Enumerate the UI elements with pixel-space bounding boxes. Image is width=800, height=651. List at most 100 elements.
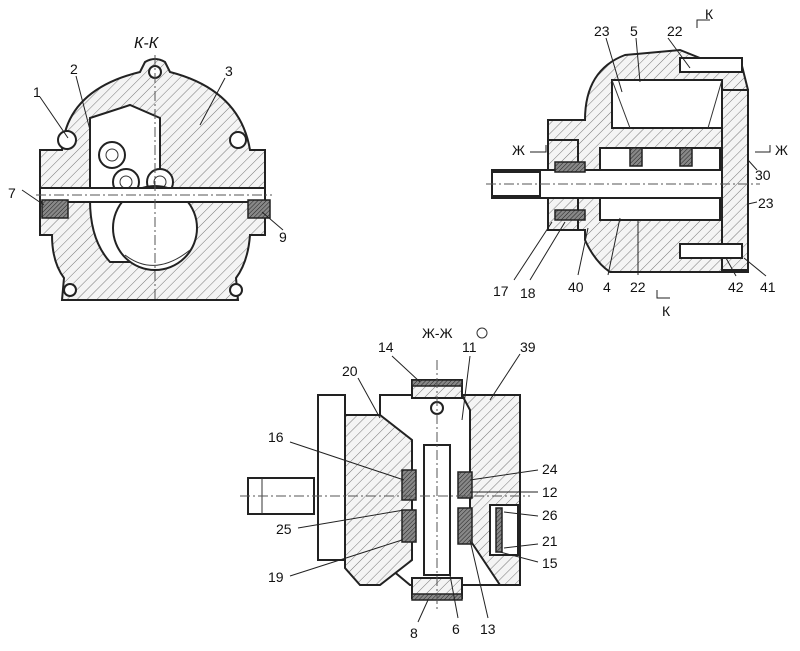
zhzh-leader-15 xyxy=(499,551,539,563)
side-label-22b: 22 xyxy=(630,279,646,295)
side-seal-lower xyxy=(554,209,586,221)
side-label-4: 4 xyxy=(603,279,611,295)
side-label-40: 40 xyxy=(568,279,584,295)
zhzh-leader-11 xyxy=(461,355,471,421)
zhzh-leader-24 xyxy=(469,469,539,481)
side-seal-upper xyxy=(554,161,586,173)
zhzh-label-20: 20 xyxy=(342,363,358,379)
side-gear-taper xyxy=(611,79,723,129)
side-label-k-bottom: К xyxy=(662,303,671,319)
kk-label-3: 3 xyxy=(225,63,233,79)
kk-bottom-left-hole xyxy=(63,283,77,297)
kk-leader-9 xyxy=(261,211,284,231)
side-label-5: 5 xyxy=(630,23,638,39)
side-bearing-2 xyxy=(679,147,693,167)
kk-bottom-right-hole xyxy=(229,283,243,297)
side-label-zh-left: Ж xyxy=(512,142,525,158)
side-label-17: 17 xyxy=(493,283,509,299)
zhzh-label-25: 25 xyxy=(276,521,292,537)
kk-left-bolt xyxy=(57,130,77,150)
side-gear-chamber xyxy=(611,79,723,129)
zhzh-label-21: 21 xyxy=(542,533,558,549)
side-leader-23b xyxy=(747,201,758,205)
zhzh-label-24: 24 xyxy=(542,461,558,477)
side-label-k-top: К xyxy=(705,6,714,22)
kk-label-2: 2 xyxy=(70,61,78,77)
side-label-30: 30 xyxy=(755,167,771,183)
kk-gear-top xyxy=(98,141,126,169)
zhzh-label-13: 13 xyxy=(480,621,496,637)
zhzh-leader-20 xyxy=(357,377,381,419)
kk-leader-7 xyxy=(21,189,45,206)
side-leader-40 xyxy=(577,227,589,276)
kk-leader-3 xyxy=(199,77,226,126)
zhzh-leader-26 xyxy=(503,511,539,517)
zhzh-leader-8 xyxy=(417,599,429,623)
zhzh-bearing-left-top xyxy=(401,469,417,501)
side-bolt-bottom xyxy=(679,243,743,259)
zhzh-label-16: 16 xyxy=(268,429,284,445)
side-leader-23a xyxy=(605,37,623,93)
side-leader-30 xyxy=(747,159,758,171)
kk-gear-top-hub xyxy=(105,148,119,162)
zhzh-label-15: 15 xyxy=(542,555,558,571)
kk-label-9: 9 xyxy=(279,229,287,245)
zhzh-leader-19 xyxy=(289,539,403,577)
side-leader-41 xyxy=(743,257,767,277)
kk-left-seal xyxy=(41,199,69,219)
kk-label-7: 7 xyxy=(8,185,16,201)
kk-label-1: 1 xyxy=(33,84,41,100)
side-k-bottom-marker xyxy=(656,290,670,299)
side-cover-plate xyxy=(721,89,749,271)
section-kk-view: К-К 1 2 3 xyxy=(8,35,287,301)
side-leader-42 xyxy=(725,257,737,277)
zhzh-label-11: 11 xyxy=(462,339,477,355)
side-k-top-marker xyxy=(696,19,710,28)
zhzh-bearing-left-bottom xyxy=(401,509,417,543)
side-leader-18 xyxy=(529,221,566,281)
zhzh-label-26: 26 xyxy=(542,507,558,523)
side-label-42: 42 xyxy=(728,279,744,295)
zhzh-leader-6 xyxy=(449,574,459,619)
zhzh-label-39: 39 xyxy=(520,339,536,355)
zhzh-right-port-seal xyxy=(495,507,503,553)
zhzh-leader-13 xyxy=(469,539,489,619)
side-zh-right-marker xyxy=(755,145,771,153)
side-leader-17 xyxy=(513,221,553,281)
zhzh-label-8: 8 xyxy=(410,625,418,641)
zhzh-bearing-right-bottom xyxy=(457,507,473,545)
side-leader-22a xyxy=(667,37,691,69)
zhzh-label-12: 12 xyxy=(542,484,558,500)
side-label-41: 41 xyxy=(760,279,776,295)
zhzh-leader-16 xyxy=(289,441,405,481)
side-bolt-top xyxy=(679,57,743,73)
zhzh-label-19: 19 xyxy=(268,569,284,585)
zhzh-leader-21 xyxy=(503,543,539,549)
kk-rotor-arc xyxy=(124,249,191,266)
section-kk-title: К-К xyxy=(134,35,160,52)
kk-right-seal xyxy=(247,199,271,219)
side-label-22a: 22 xyxy=(667,23,683,39)
side-leader-4 xyxy=(607,217,621,276)
side-leader-5 xyxy=(635,37,641,83)
side-label-23b: 23 xyxy=(758,195,774,211)
zhzh-leader-39 xyxy=(489,353,521,401)
section-zhzh-title: Ж-Ж xyxy=(422,325,453,341)
kk-right-bolt xyxy=(229,131,247,149)
side-zh-left-marker xyxy=(530,145,547,153)
side-section-view: 23 5 22 К Ж Ж 30 23 17 18 40 4 22 42 41 … xyxy=(486,6,788,319)
section-zhzh-view: Ж-Ж xyxy=(240,325,558,641)
zhzh-label-6: 6 xyxy=(452,621,460,637)
side-bearing-1 xyxy=(629,147,643,167)
zhzh-leader-25 xyxy=(297,509,405,529)
kk-leader-2 xyxy=(75,75,91,131)
side-label-18: 18 xyxy=(520,285,536,301)
kk-leader-1 xyxy=(39,96,69,139)
zhzh-bearing-right-top xyxy=(457,471,473,499)
zhzh-label-14: 14 xyxy=(378,339,394,355)
side-label-23a: 23 xyxy=(594,23,610,39)
zhzh-leader-14 xyxy=(391,355,421,383)
zhzh-rotation-mark xyxy=(476,327,488,339)
side-label-zh-right: Ж xyxy=(775,142,788,158)
